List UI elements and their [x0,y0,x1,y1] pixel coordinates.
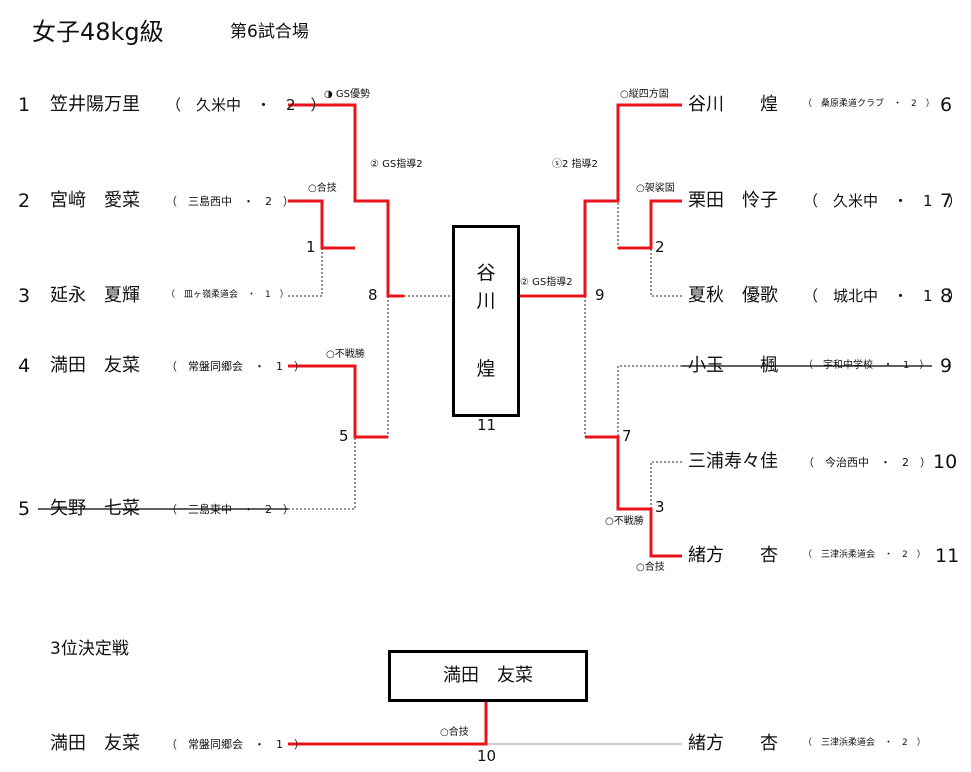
bronze-winner-box: 満田 友菜 [388,650,588,702]
seed-number: 4 [18,355,31,377]
match-number-3: 3 [655,498,665,516]
player-name: 夏秋 優歌 [688,285,778,306]
result-note: ◑ GS優勢 [324,89,371,100]
player-school: （ 城北中 ・ 1 ） [803,287,963,305]
line-2-win [288,199,355,250]
seed-number: 7 [940,190,953,212]
line-4-win [288,364,388,439]
line-5-loser [288,437,356,510]
seed-number: 3 [18,285,31,307]
player-school: （ 三島西中 ・ 2 ） [166,195,294,208]
strike-lines [38,365,932,510]
champion-box: 谷 川 煌 [452,225,520,417]
player-school: （ 宇和中学校 ・ 1 ） [803,360,930,371]
match-number-7: 7 [622,427,632,445]
result-note: ② GS指導2 [370,159,423,170]
player-school: （ 三津浜柔道会 ・ 2 ） [803,550,926,560]
player-name: 小玉 楓 [688,355,778,376]
match-number-11: 11 [477,416,497,434]
player-school: （ 常盤同郷会 ・ 1 ） [166,360,305,373]
champion-char: 煌 [476,358,496,380]
player-name: 宮﨑 愛菜 [50,190,140,211]
line-11-win [585,435,682,558]
player-school: （ 桑原柔道クラブ ・ 2 ） [803,99,935,109]
seed-number: 1 [18,94,31,116]
line-6-win [520,103,682,298]
match-number-8: 8 [368,286,378,304]
result-note: ○合技 [440,727,469,738]
result-note: ○合技 [308,183,337,194]
champion-char: 谷 [476,262,496,284]
line-m5-loser [355,296,389,438]
line-9-loser [617,365,682,437]
player-name: 矢野 七菜 [50,498,140,519]
player-name: 栗田 怜子 [688,190,778,211]
line-1-win [288,103,404,298]
line-3-loser [288,248,323,297]
seed-number: 2 [18,190,31,212]
champion-char: 川 [476,290,496,312]
result-note: ○不戦勝 [326,349,365,360]
seed-number: 9 [940,355,953,377]
match-number-5: 5 [339,427,349,445]
bronze-winner-name: 満田 友菜 [443,665,533,686]
match-number-2: 2 [655,238,665,256]
bronze-left-name: 満田 友菜 [50,733,140,754]
page-title: 女子48kg級 [32,18,164,46]
result-note: ② GS指導2 [520,277,573,288]
player-school: （ 皿ヶ嶺柔道会 ・ 1 ） [166,290,289,300]
player-school: （ 久米中 ・ 2 ） [166,96,326,114]
player-name: 緒方 杏 [688,545,778,566]
player-name: 満田 友菜 [50,355,140,376]
result-note: ⓢ2 指導2 [552,159,598,170]
seed-number: 5 [18,498,31,520]
player-school: （ 今治西中 ・ 2 ） [803,456,931,469]
player-name: 三浦寿々佳 [688,451,778,472]
seed-number: 11 [935,545,960,567]
line-7-win [618,199,682,250]
mat-label: 第6試合場 [230,22,309,42]
result-note: ○袈裟固 [636,183,675,194]
result-note: ○不戦勝 [605,516,644,527]
player-school: （ 三島東中 ・ 2 ） [166,503,294,516]
result-note: ○縦四方固 [620,89,669,100]
bronze-right-school: （ 三津浜柔道会 ・ 2 ） [803,738,926,748]
bronze-right-name: 緒方 杏 [688,733,778,754]
match-number-10: 10 [477,747,497,765]
match-number-1: 1 [306,238,316,256]
match-number-9: 9 [595,286,605,304]
bronze-left-school: （ 常盤同郷会 ・ 1 ） [166,738,305,751]
line-bronze-win [288,700,488,746]
seed-number: 8 [940,285,953,307]
bronze-heading: 3位決定戦 [50,639,129,659]
player-name: 笠井陽万里 [50,94,140,115]
winning-lines [288,103,682,746]
line-m2-loser [617,201,651,249]
seed-number: 6 [940,94,953,116]
player-school: （ 久米中 ・ 1 ） [803,192,963,210]
player-name: 谷川 煌 [688,94,778,115]
result-note: ○合技 [636,562,665,573]
seed-number: 10 [933,451,958,473]
player-name: 延永 夏輝 [50,285,140,306]
